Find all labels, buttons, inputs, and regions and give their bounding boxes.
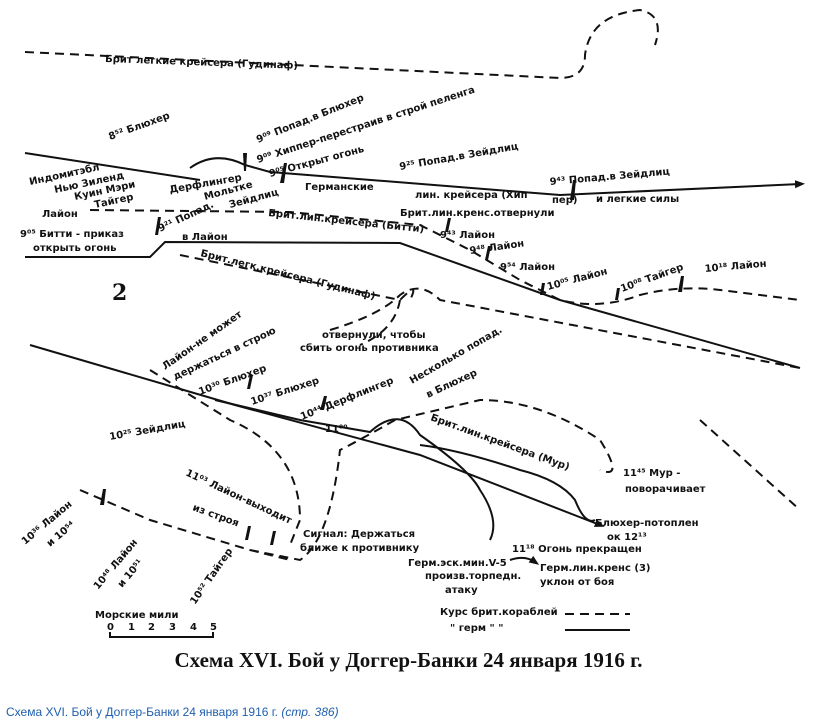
label: 11⁰⁰	[325, 424, 348, 435]
label: открыть огонь	[33, 243, 116, 254]
label: атаку	[445, 585, 478, 596]
label: в Лайон	[182, 232, 228, 243]
brit-light-cruisers-lower	[329, 287, 801, 369]
label: Герм.лин.кренс (3)	[540, 563, 650, 574]
legend-british: Курс брит.кораблей	[440, 606, 558, 618]
label: Герм.эск.мин.V-5	[408, 558, 507, 569]
scale-tick: 1	[128, 622, 135, 633]
british-boundary-line	[25, 240, 801, 369]
label: Сигнал: Держаться	[303, 529, 415, 540]
label: 9⁵⁴ Лайон	[500, 262, 555, 273]
label: пер)	[552, 195, 577, 206]
label: лин. крейсера (Хип	[415, 190, 528, 201]
scale-tick: 5	[210, 622, 217, 633]
label: Блюхер-потоплен	[595, 518, 699, 529]
v5-attack-arrow	[509, 555, 540, 565]
label: 9⁴³ Лайон	[440, 230, 495, 241]
caption-text: Схема XVI. Бой у Доггер-Банки 24 января …	[6, 705, 278, 719]
german-course-upper	[24, 152, 800, 197]
scale-title: Морские мили	[95, 610, 178, 621]
label: Брит легкие крейсера (Гудинаф)	[105, 53, 298, 72]
label: сбить огонь противника	[300, 342, 439, 354]
label: 10³⁷ Блюхер	[250, 375, 321, 407]
label: уклон от боя	[540, 576, 614, 588]
label: Брит.легк.крейсера (Гудинаф)	[199, 247, 376, 302]
label: 10²⁵ Зейдлиц	[109, 419, 187, 443]
label: 9⁰⁵ Битти - приказ	[20, 229, 124, 240]
label: Брит.лин.кренс.отвернули	[400, 208, 554, 219]
label: 9²⁵ Попад.в Зейдлиц	[399, 141, 520, 173]
label: 9⁴⁸ Лайон	[469, 238, 525, 257]
label: 8⁵² Блюхер	[107, 111, 171, 143]
battle-scheme-map: Брит легкие крейсера (Гудинаф) 2 8⁵² Блю…	[20, 8, 817, 638]
panel-number: 2	[112, 280, 127, 306]
figure-title: Схема XVI. Бой у Доггер-Банки 24 января …	[174, 648, 643, 672]
british-course-lower	[79, 369, 801, 562]
bluecher-course	[214, 399, 596, 541]
label: из строя	[191, 502, 240, 529]
label: 9⁴³ Попад.в Зейдлиц	[549, 167, 670, 188]
legend: Курс брит.кораблей " герм " "	[440, 606, 630, 634]
label: 11¹⁸ Огонь прекращен	[512, 544, 642, 555]
german-course-lower	[29, 344, 605, 527]
ship-markers	[100, 153, 684, 545]
label: 10⁵² Тайгер	[188, 546, 235, 606]
label: Лайон	[42, 209, 78, 220]
page-reference: (стр. 386)	[281, 705, 339, 719]
scale-tick: 4	[190, 622, 197, 633]
figure-caption: Схема XVI. Бой у Доггер-Банки 24 января …	[6, 705, 339, 719]
label: 10⁰⁵ Лайон	[546, 266, 609, 293]
label: 11⁴⁵ Мур -	[623, 468, 680, 479]
label: Германские	[305, 182, 374, 193]
label: ок 12¹³	[607, 532, 647, 543]
brit-light-cruisers-course	[179, 254, 415, 346]
scale-tick: 0	[107, 622, 114, 633]
label: 9²¹ Попад.	[157, 199, 216, 234]
legend-german: " герм " "	[450, 623, 503, 634]
brit-light-cruisers-top-course	[24, 8, 659, 80]
label: 10³⁰ Блюхер	[197, 363, 268, 398]
british-course-upper	[89, 209, 801, 305]
label: произв.торпедн.	[425, 571, 521, 582]
label: ближе к противнику	[300, 542, 420, 554]
label: отвернули, чтобы	[322, 329, 426, 341]
scale-bar: 0 1 2 3 4 5	[107, 622, 217, 638]
scale-tick: 2	[148, 622, 155, 633]
scale-tick: 3	[169, 622, 176, 633]
label: поворачивает	[625, 484, 706, 495]
label: 10¹⁸ Лайон	[704, 259, 767, 275]
label: и легкие силы	[596, 194, 679, 205]
